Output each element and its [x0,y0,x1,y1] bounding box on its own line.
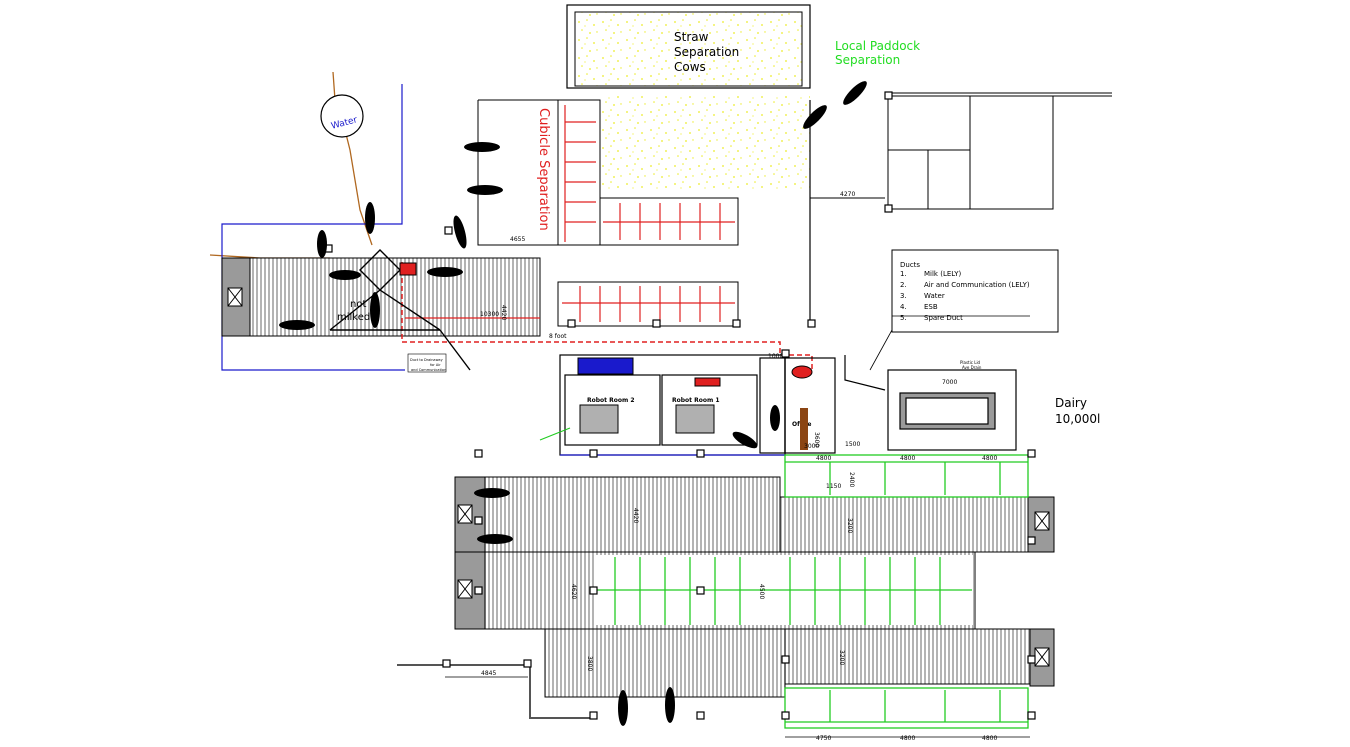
ducts-title: Ducts [900,261,920,269]
dim-4750: 4750 [816,735,831,742]
green-gate-west [539,427,571,441]
duct-label-5: Spare Duct [924,314,963,322]
duct-num-3: 3. [900,292,907,300]
paddock-label-1: Local Paddock [835,39,920,53]
duct-num-1: 1. [900,270,907,278]
cubicle-label: Cubicle Separation [536,108,551,231]
slatted-shed-lower [544,628,1055,698]
blue-tank [577,357,634,375]
not-milked-2: milked [337,312,370,323]
duct-num-2: 2. [900,281,907,289]
west-pipe [397,664,595,719]
dim-4845: 4845 [481,670,496,677]
red-vat [791,365,813,379]
dim-7000: 7000 [942,379,957,386]
cubicle-red-stalls [562,105,735,322]
paddock-label-2: Separation [835,53,900,67]
ducts-legend: Ducts 1. Milk (LELY) 2. Air and Communic… [869,249,1059,371]
robot-building [559,354,886,456]
dim-4420-top: 4420 [500,305,507,320]
dim-1150: 1150 [826,483,841,490]
red-equipment [694,377,721,387]
dim-3600: 3600 [813,432,820,447]
not-milked-1: not [350,299,366,310]
dim-3000: 3000 [804,443,819,450]
dim-4620: 4620 [570,584,577,599]
duct-num-4: 4. [900,303,907,311]
dim-4655: 4655 [510,236,525,243]
dim-4800-e: 4800 [982,735,997,742]
dairy-building [887,369,1017,451]
plastic-lid: Plastic Lid [960,360,981,365]
duct-label-4: ESB [924,303,938,311]
outbuilding [885,92,1112,210]
duct-note-3: and Communication [411,368,446,372]
cubicle-building [477,99,739,327]
robot-2-unit [579,404,619,434]
dim-4800-d: 4800 [900,735,915,742]
duct-note-1: Duct to Drainaway [410,358,443,362]
dim-3800: 3800 [586,656,593,671]
dairy-label-2: 10,000l [1055,412,1100,426]
dim-3200-b: 3200 [838,650,845,665]
duct-label-1: Milk (LELY) [924,270,962,278]
dim-2400: 2400 [848,472,855,487]
slatted-shed-upper [454,476,1055,553]
dim-1500: 1500 [845,441,860,448]
straw-area [600,95,810,190]
robot-1-unit [675,404,715,434]
robot-room-2-label: Robot Room 2 [587,397,635,404]
duct-note-box [407,353,447,373]
straw-label-3: Cows [674,60,706,74]
duct-label-2: Air and Communication (LELY) [924,281,1030,289]
dim-1000: 1000 [768,353,783,360]
green-stalls-top [784,454,1029,498]
duct-label-3: Water [924,292,945,300]
dim-4800-c: 4800 [982,455,997,462]
dim-4800-b: 4800 [900,455,915,462]
green-stalls-middle [595,557,972,625]
dim-4420-mid: 4420 [632,508,639,523]
eight-foot: 8 foot [549,333,567,340]
posts [324,91,1036,720]
water-tank [320,94,364,138]
blue-boundary [221,84,405,371]
duct-num-5: 5. [900,314,907,322]
cow-icons [279,81,867,726]
duct-note-2: for Air [430,363,441,367]
ave-drain: Ave Drain [962,365,982,370]
dim-4800-a: 4800 [816,455,831,462]
robot-room-1-label: Robot Room 1 [672,397,720,404]
dim-10300: 10300 [480,311,499,318]
straw-label-2: Separation [674,45,739,59]
office-door [800,408,808,450]
dairy-label-1: Dairy [1055,396,1087,410]
green-stalls-bottom [784,687,1029,729]
dim-3200-a: 3200 [846,518,853,533]
sort-gate-box [399,262,417,276]
straw-separation-pen [566,4,811,89]
dim-4270: 4270 [840,191,855,198]
straw-label-1: Straw [674,30,709,44]
collecting-yard [221,257,541,337]
dim-4500: 4500 [758,584,765,599]
